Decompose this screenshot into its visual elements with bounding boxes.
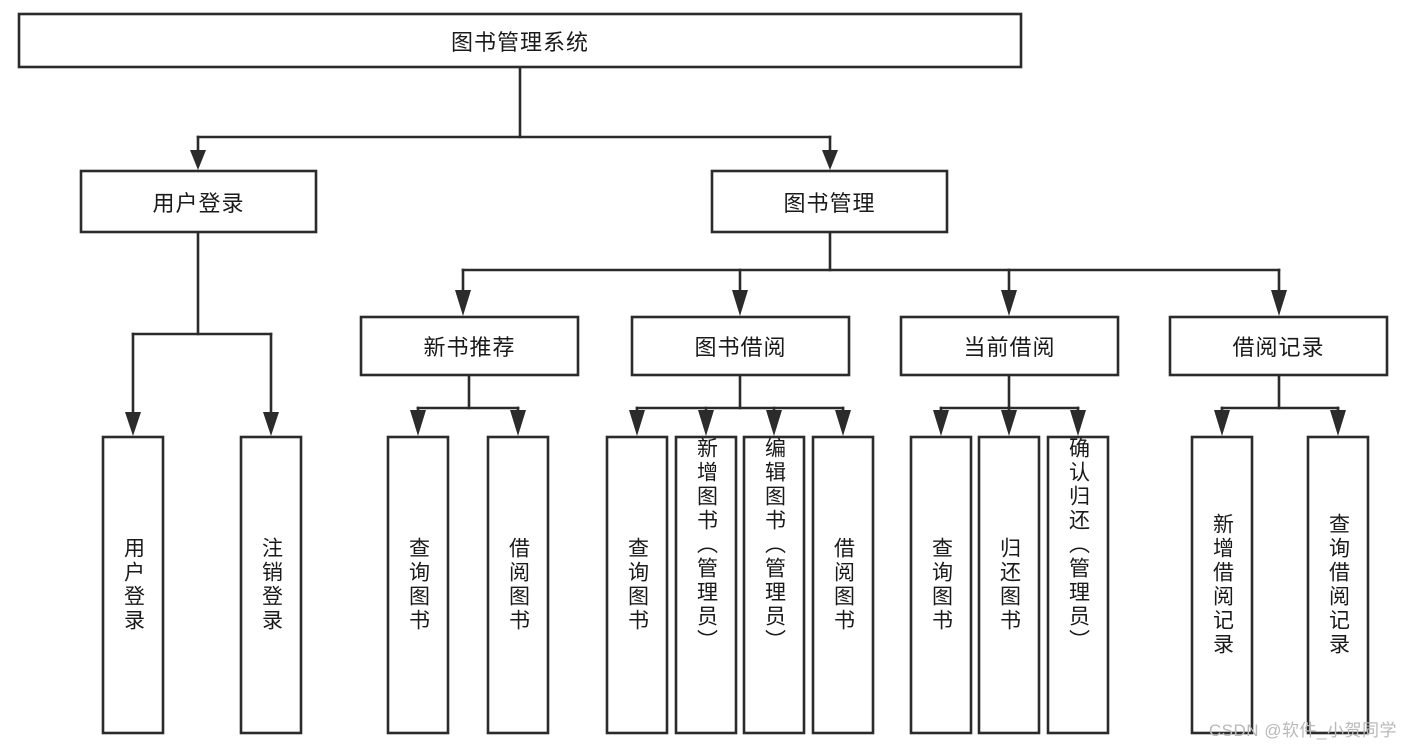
node-current-borrow[interactable] — [899, 315, 1120, 377]
node-book-borrow[interactable] — [630, 315, 851, 377]
node-leaf-logout[interactable] — [239, 435, 303, 735]
node-root[interactable] — [17, 12, 1023, 69]
node-borrow-record[interactable] — [1168, 315, 1389, 377]
node-leaf-confirm-return[interactable] — [1046, 435, 1110, 735]
arrow-to-book-manage — [822, 150, 838, 170]
nodes-layer — [17, 12, 1389, 735]
node-leaf-return-book[interactable] — [977, 435, 1041, 735]
arrow-to-leaf-return-book — [1001, 410, 1017, 436]
arrow-to-leaf-logout — [263, 412, 279, 436]
node-leaf-query-book-2[interactable] — [605, 435, 669, 735]
arrow-to-leaf-add-book — [698, 410, 714, 436]
node-user-login[interactable] — [79, 169, 318, 234]
node-leaf-query-record[interactable] — [1306, 435, 1370, 735]
arrow-to-user-login — [190, 150, 206, 170]
arrow-to-leaf-query-book-3 — [933, 410, 949, 436]
arrow-to-current-borrow — [1001, 290, 1017, 316]
arrow-to-leaf-query-book-2 — [629, 410, 645, 436]
node-new-book-rec[interactable] — [359, 315, 580, 377]
arrow-to-leaf-user-login — [125, 412, 141, 436]
node-leaf-query-book-3[interactable] — [909, 435, 973, 735]
arrow-to-new-book-rec — [455, 290, 471, 316]
arrow-to-leaf-query-record — [1330, 410, 1346, 436]
arrow-to-leaf-confirm-return — [1070, 410, 1086, 436]
node-leaf-borrow-book-1[interactable] — [486, 435, 550, 735]
node-leaf-user-login[interactable] — [101, 435, 165, 735]
arrow-to-leaf-add-record — [1214, 410, 1230, 436]
node-leaf-add-record[interactable] — [1190, 435, 1254, 735]
edges-layer — [125, 65, 1346, 436]
node-leaf-query-book-1[interactable] — [386, 435, 450, 735]
arrow-to-leaf-borrow-book-1 — [510, 410, 526, 436]
arrow-to-leaf-query-book-1 — [410, 410, 426, 436]
arrow-to-leaf-edit-book — [766, 410, 782, 436]
node-leaf-edit-book[interactable] — [742, 435, 806, 735]
csdn-watermark: CSDN @软件_小贺同学 — [1208, 721, 1397, 740]
arrow-to-book-borrow — [732, 290, 748, 316]
node-leaf-borrow-book-2[interactable] — [811, 435, 875, 735]
arrow-to-borrow-record — [1271, 290, 1287, 316]
node-leaf-add-book[interactable] — [674, 435, 738, 735]
arrow-to-leaf-borrow-book-2 — [835, 410, 851, 436]
node-book-manage[interactable] — [710, 169, 949, 234]
